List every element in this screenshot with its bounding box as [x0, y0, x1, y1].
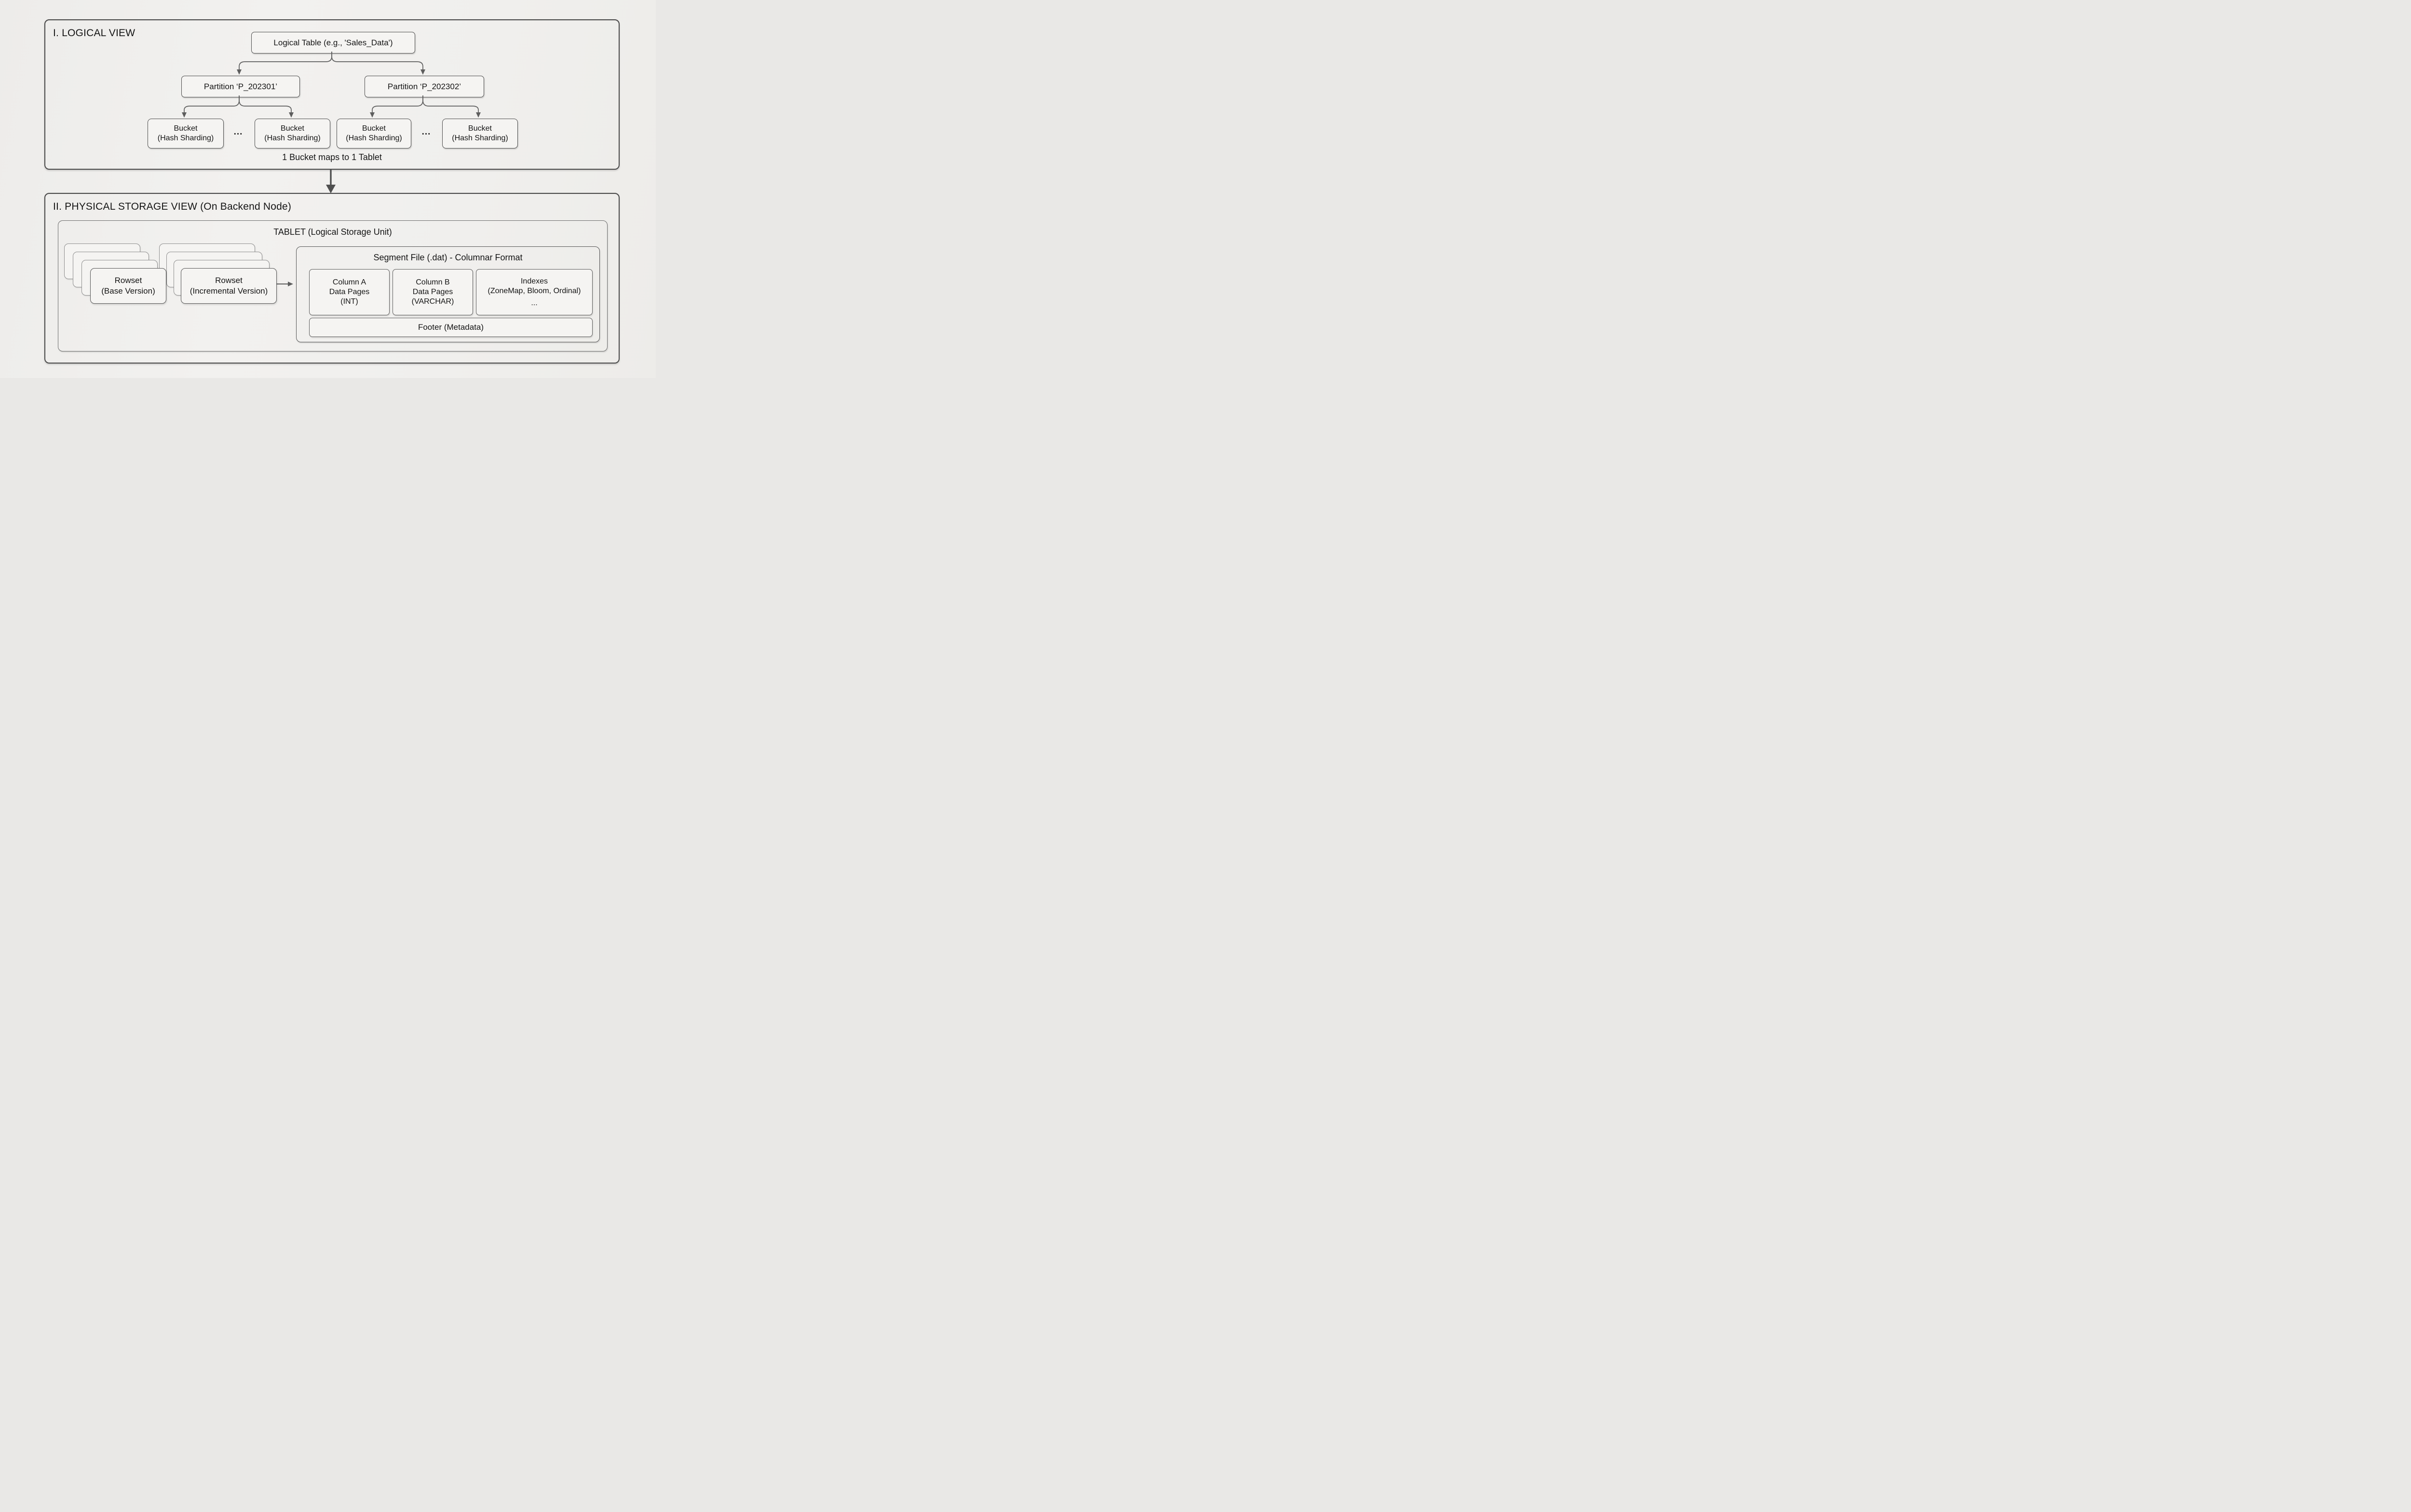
- rowset-incremental-subtitle: (Incremental Version): [190, 286, 268, 296]
- partition-1-label: Partition ‘P_202301’: [203, 81, 278, 91]
- physical-storage-section: II. PHYSICAL STORAGE VIEW (On Backend No…: [44, 193, 620, 364]
- indexes-title: Indexes: [520, 277, 548, 285]
- column-a-title: Column A: [332, 278, 366, 286]
- partition-node-2: Partition ‘P_202302’: [365, 76, 484, 97]
- tablet-container: TABLET (Logical Storage Unit) Rowset (Ba…: [58, 220, 608, 351]
- indexes-ellipsis: ...: [531, 298, 538, 307]
- bucket-3-subtitle: (Hash Sharding): [346, 134, 402, 142]
- physical-storage-title: II. PHYSICAL STORAGE VIEW (On Backend No…: [53, 201, 292, 212]
- bucket-4-title: Bucket: [468, 124, 492, 133]
- logical-table-label: Logical Table (e.g., 'Sales_Data'): [273, 38, 393, 47]
- bucket-node-3: Bucket (Hash Sharding): [337, 119, 411, 148]
- bucket-tablet-note: 1 Bucket maps to 1 Tablet: [282, 152, 382, 162]
- bucket-4-subtitle: (Hash Sharding): [452, 134, 508, 142]
- bucket-node-1: Bucket (Hash Sharding): [148, 119, 224, 148]
- logical-view-section: I. LOGICAL VIEW Logical Table (e.g., 'Sa…: [44, 19, 620, 170]
- rowset-incremental-title: Rowset: [215, 276, 243, 285]
- bucket-3-title: Bucket: [362, 124, 386, 133]
- rowset-incremental-node: Rowset (Incremental Version): [181, 268, 277, 304]
- storage-architecture-diagram: I. LOGICAL VIEW Logical Table (e.g., 'Sa…: [0, 0, 656, 378]
- indexes-node: Indexes (ZoneMap, Bloom, Ordinal) ...: [476, 269, 593, 315]
- rowset-base-subtitle: (Base Version): [101, 286, 155, 296]
- partition-node-1: Partition ‘P_202301’: [181, 76, 300, 97]
- segment-file-container: Segment File (.dat) - Columnar Format Co…: [296, 246, 600, 342]
- column-b-pages: Data Pages: [412, 288, 453, 296]
- segment-footer-node: Footer (Metadata): [309, 318, 593, 337]
- column-b-title: Column B: [416, 278, 450, 286]
- section-flow-arrowhead-icon: [326, 185, 336, 193]
- column-a-type: (INT): [340, 297, 358, 306]
- segment-footer-label: Footer (Metadata): [418, 323, 484, 332]
- tablet-title: TABLET (Logical Storage Unit): [273, 227, 392, 237]
- bucket-1-subtitle: (Hash Sharding): [157, 134, 214, 142]
- column-b-type: (VARCHAR): [411, 297, 454, 306]
- bucket-1-title: Bucket: [174, 124, 198, 133]
- rowset-base-node: Rowset (Base Version): [90, 268, 166, 304]
- column-a-node: Column A Data Pages (INT): [309, 269, 390, 315]
- bucket-node-4: Bucket (Hash Sharding): [442, 119, 518, 148]
- bucket-2-subtitle: (Hash Sharding): [264, 134, 321, 142]
- logical-table-node: Logical Table (e.g., 'Sales_Data'): [251, 32, 415, 54]
- logical-view-title: I. LOGICAL VIEW: [53, 27, 135, 39]
- rowset-base-title: Rowset: [114, 276, 142, 285]
- partition-2-label: Partition ‘P_202302’: [387, 81, 461, 91]
- bucket-2-title: Bucket: [281, 124, 304, 133]
- column-a-pages: Data Pages: [329, 288, 370, 296]
- bucket-ellipsis-right: ...: [421, 127, 431, 137]
- column-b-node: Column B Data Pages (VARCHAR): [393, 269, 473, 315]
- segment-file-title: Segment File (.dat) - Columnar Format: [373, 253, 523, 262]
- indexes-kinds: (ZoneMap, Bloom, Ordinal): [488, 286, 581, 295]
- bucket-node-2: Bucket (Hash Sharding): [255, 119, 330, 148]
- bucket-ellipsis-left: ...: [233, 127, 243, 137]
